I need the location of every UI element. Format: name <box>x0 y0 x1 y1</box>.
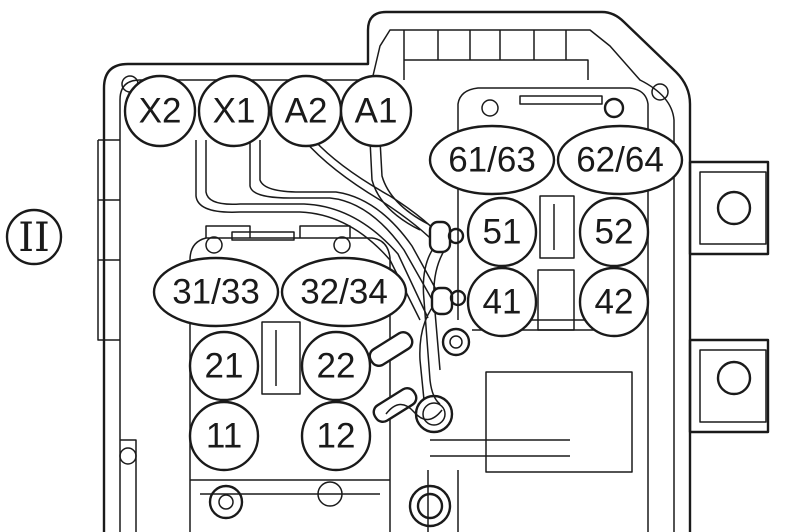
terminal-32-34: 32/34 <box>280 256 408 328</box>
terminal-31-33: 31/33 <box>152 256 280 328</box>
terminal-61-63: 61/63 <box>428 124 556 196</box>
svg-text:51: 51 <box>483 213 522 252</box>
terminal-51: 51 <box>466 196 538 268</box>
svg-text:32/34: 32/34 <box>300 273 388 312</box>
terminal-41: 41 <box>466 266 538 338</box>
svg-text:A1: A1 <box>355 92 398 131</box>
terminal-a1: A1 <box>339 74 413 148</box>
terminal-labels: X2 X1 A2 A1 61/63 62/64 51 52 <box>123 74 684 472</box>
svg-text:52: 52 <box>595 213 634 252</box>
svg-text:A2: A2 <box>285 92 328 131</box>
section-marker: II <box>5 208 63 266</box>
terminal-12: 12 <box>300 400 372 472</box>
terminal-42: 42 <box>578 266 650 338</box>
svg-text:12: 12 <box>317 417 356 456</box>
svg-text:22: 22 <box>317 347 356 386</box>
terminal-a2: A2 <box>269 74 343 148</box>
svg-text:42: 42 <box>595 283 634 322</box>
terminal-52: 52 <box>578 196 650 268</box>
terminal-22: 22 <box>300 330 372 402</box>
svg-text:11: 11 <box>206 417 242 456</box>
terminal-21: 21 <box>188 330 260 402</box>
terminal-x1: X1 <box>197 74 271 148</box>
left-block-frame <box>189 225 391 532</box>
svg-text:31/33: 31/33 <box>172 273 260 312</box>
svg-text:21: 21 <box>205 347 244 386</box>
housing-outline <box>97 10 692 532</box>
svg-text:X1: X1 <box>213 92 256 131</box>
svg-text:41: 41 <box>483 283 522 322</box>
terminal-x2: X2 <box>123 74 197 148</box>
svg-text:X2: X2 <box>139 92 182 131</box>
terminal-11: 11 <box>188 400 260 472</box>
section-label: II <box>18 215 50 261</box>
svg-text:62/64: 62/64 <box>576 141 664 180</box>
terminal-62-64: 62/64 <box>556 124 684 196</box>
wire-harness <box>195 139 467 423</box>
right-connector-blocks <box>688 160 770 434</box>
svg-text:61/63: 61/63 <box>448 141 536 180</box>
